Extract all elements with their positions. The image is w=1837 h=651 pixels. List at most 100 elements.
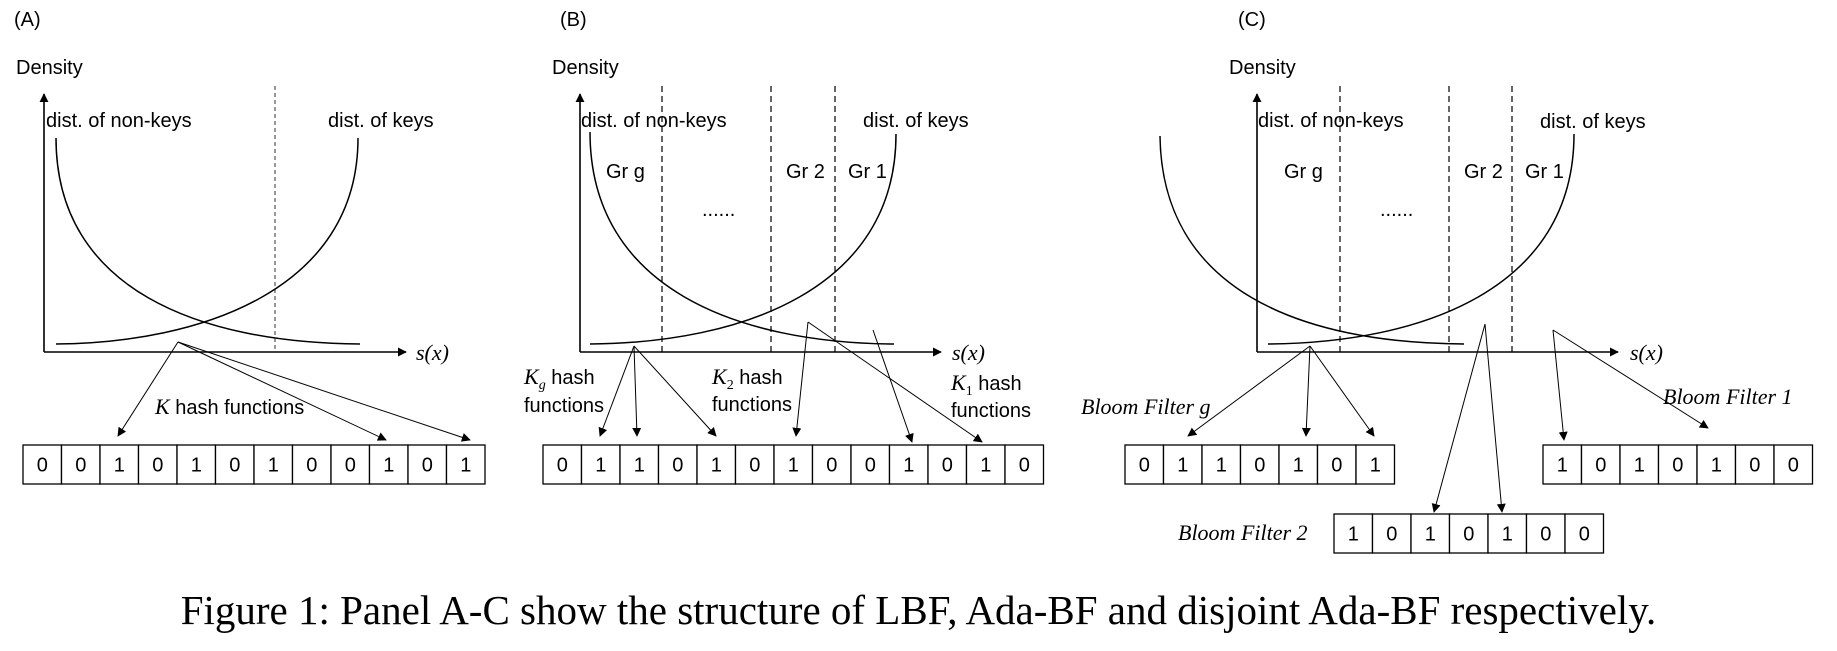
panel-a-bit-bit: 1 <box>191 455 202 477</box>
panel-b-kg-label-line2: functions <box>524 395 604 417</box>
panel-a-bit-bit: 0 <box>37 455 48 477</box>
panel-b-bit-bit: 1 <box>903 455 914 477</box>
panel-c-bf-g-bit-bit: 1 <box>1370 455 1381 477</box>
panel-c-bloom-filter-g-label: Bloom Filter g <box>1081 394 1211 419</box>
panel-a-bit-cell <box>99 444 140 485</box>
panel-c-nonkey-curve <box>1159 135 1465 345</box>
panel-c-group-boundaries <box>1339 86 1513 352</box>
panel-a-bit-cell <box>22 444 63 485</box>
panel-c-bf-g-bit-cell <box>1162 444 1203 485</box>
panel-c-bf-2-bit-cell <box>1371 513 1412 554</box>
panel-b-x-axis-label: s(x) <box>952 340 985 365</box>
panel-c-group-g-label: Gr g <box>1284 161 1323 183</box>
panel-a-bit-cell <box>176 444 217 485</box>
panel-b-label: (B) <box>560 9 587 31</box>
panel-c-bf-g-bit-bit: 1 <box>1216 455 1227 477</box>
panel-b-bit-cell <box>696 444 737 485</box>
panel-c-bf-2-bit-bit: 0 <box>1579 524 1590 546</box>
panel-c-bf-1-bit-bit: 0 <box>1749 455 1760 477</box>
panel-b-nonkey-curve <box>589 131 895 345</box>
panel-c-bloom-filter-2-label: Bloom Filter 2 <box>1178 520 1308 545</box>
panel-a-nonkey-curve <box>55 137 361 345</box>
panel-b-bit-bit: 1 <box>788 455 799 477</box>
panel-c-bf-1-bit-cell <box>1657 444 1698 485</box>
panel-b-group-1-label: Gr 1 <box>848 161 887 183</box>
panel-b-k1-label: K1 hash <box>950 370 1022 399</box>
panel-c-bf-1-bit-cell <box>1542 444 1583 485</box>
panel-b-bit-bit: 1 <box>980 455 991 477</box>
panel-c-bf-2-bit-cell <box>1564 513 1605 554</box>
panel-c-bf-2-bit-bit: 0 <box>1463 524 1474 546</box>
panel-b-k2-label-line2: functions <box>712 394 792 416</box>
panel-a-bit-bit: 1 <box>114 455 125 477</box>
panel-b-key-label: dist. of keys <box>863 110 969 132</box>
panel-c-bf-2-bit-bit: 1 <box>1348 524 1359 546</box>
panel-c-bf-1-bit-cell <box>1580 444 1621 485</box>
panel-a-bit-cell <box>291 444 332 485</box>
panel-c-bf-1-bit-bit: 1 <box>1711 455 1722 477</box>
panel-a-y-axis-label: Density <box>16 57 83 79</box>
panel-a-hash-arrows <box>117 341 471 442</box>
panel-c-bf-1-bit-cell <box>1734 444 1775 485</box>
panel-b-bit-bit: 0 <box>672 455 683 477</box>
panel-a-bit-cell <box>368 444 409 485</box>
panel-c-bf-1-bit-cell <box>1696 444 1737 485</box>
panel-c-bf-g-bit-bit: 1 <box>1293 455 1304 477</box>
panel-a-bit-cell <box>445 444 486 485</box>
panel-c-group-2-label: Gr 2 <box>1464 161 1503 183</box>
panel-c-bloom-filter-1-label: Bloom Filter 1 <box>1663 384 1793 409</box>
panel-b-bit-cell <box>657 444 698 485</box>
panel-c-bf-2-bit-bit: 0 <box>1386 524 1397 546</box>
panel-b-bit-cell <box>965 444 1006 485</box>
panel-c-bf-2-bit-cell <box>1448 513 1489 554</box>
panel-a-bit-cell <box>137 444 178 485</box>
panel-a-bit-bit: 1 <box>383 455 394 477</box>
panel-c-bf-g-bit-cell <box>1278 444 1319 485</box>
panel-b-k2-label: K2 hash <box>711 364 783 393</box>
panel-b-bit-bit: 0 <box>557 455 568 477</box>
panel-b-bit-bit: 1 <box>634 455 645 477</box>
panel-c-bf-g-bit-cell <box>1355 444 1396 485</box>
panel-b-key-curve <box>589 133 897 345</box>
panel-b-bit-bit: 0 <box>1019 455 1030 477</box>
figure-caption: Figure 1: Panel A-C show the structure o… <box>180 587 1657 633</box>
panel-a-bit-bit: 0 <box>345 455 356 477</box>
panel-b-group-g-label: Gr g <box>606 161 645 183</box>
panel-c-bf-2-bit-bit: 0 <box>1540 524 1551 546</box>
panel-c-bf-1-bit-bit: 0 <box>1788 455 1799 477</box>
panel-b-group-boundaries <box>661 86 836 352</box>
panel-b-bit-bit: 1 <box>711 455 722 477</box>
panel-a-bit-cell <box>330 444 371 485</box>
panel-b-bit-cell <box>619 444 660 485</box>
panel-b-bit-bit: 0 <box>826 455 837 477</box>
panel-c-bf-g-bit-bit: 1 <box>1177 455 1188 477</box>
panel-b-hash-arrows <box>598 321 983 443</box>
panel-b-bit-cell <box>927 444 968 485</box>
panel-c-bf-1-bit-bit: 1 <box>1634 455 1645 477</box>
panel-c-bf-2-bit-bit: 1 <box>1425 524 1436 546</box>
panel-c-filter-arrows <box>1187 323 1709 513</box>
panel-b: (B) Density s(x) dist. of non-keys dist.… <box>523 9 1045 485</box>
panel-b-ellipsis: ...... <box>702 199 735 221</box>
panel-a-bit-cell <box>214 444 255 485</box>
panel-a-bit-cell <box>407 444 448 485</box>
panel-a-hash-label: K hash functions <box>154 394 304 419</box>
panel-c-bf-g-bit-bit: 0 <box>1139 455 1150 477</box>
panel-c-bf-2-bit-cell <box>1525 513 1566 554</box>
panel-c-bf-1-bit-bit: 1 <box>1557 455 1568 477</box>
panel-b-bit-bit: 0 <box>749 455 760 477</box>
panel-c-key-curve <box>1267 133 1575 345</box>
panel-c-group-1-label: Gr 1 <box>1525 161 1564 183</box>
panel-b-group-2-label: Gr 2 <box>786 161 825 183</box>
panel-b-bit-bit: 0 <box>942 455 953 477</box>
panel-a-bit-bit: 0 <box>152 455 163 477</box>
panel-c-y-axis-label: Density <box>1229 57 1296 79</box>
panel-b-bit-cell <box>580 444 621 485</box>
panel-c-bf-1-bit-cell <box>1773 444 1814 485</box>
panel-a-bit-bit: 0 <box>306 455 317 477</box>
